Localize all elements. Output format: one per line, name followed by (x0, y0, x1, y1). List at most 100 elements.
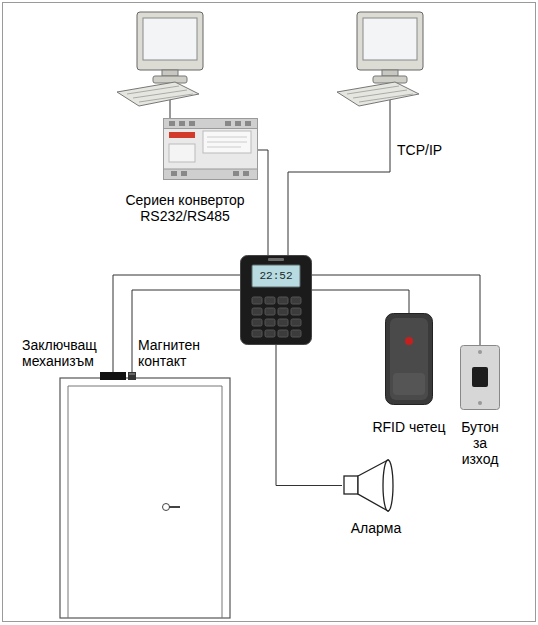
wire-connector (276, 345, 342, 486)
drawing-part (252, 297, 262, 304)
drawing-part (363, 18, 417, 60)
drawing-part (164, 169, 258, 180)
door-drawing (60, 378, 230, 618)
drawing-part (162, 70, 178, 76)
drawing-part (235, 121, 241, 126)
device-label: Аларма (337, 520, 415, 536)
wire-line (312, 290, 409, 313)
drawing-part (137, 12, 203, 70)
drawing-part (383, 460, 393, 511)
drawing-part (189, 121, 195, 126)
drawing-part (342, 458, 410, 513)
drawing-part (393, 373, 425, 395)
drawing-part (268, 258, 284, 261)
drawing-part (100, 372, 126, 380)
wire-line (113, 275, 240, 372)
drawing-part (233, 171, 239, 176)
wire-connector (132, 290, 240, 372)
drawing-part (265, 319, 275, 326)
drawing-part (117, 82, 199, 106)
drawing-part (243, 171, 249, 176)
drawing-part (163, 118, 258, 180)
exit-button: Бутон за изход (460, 345, 500, 410)
drawing-part (461, 346, 500, 410)
wire-connector (312, 290, 409, 313)
wire-connector (113, 275, 240, 372)
drawing-part (373, 76, 407, 83)
magnetic-contact: Магнитен контакт (128, 372, 136, 380)
drawing-part (128, 372, 136, 380)
drawing-part (181, 171, 187, 176)
drawing-part (241, 256, 312, 345)
drawing-part (359, 94, 413, 102)
drawing-part (278, 330, 288, 337)
computer-icon (337, 12, 423, 106)
drawing-part (169, 506, 180, 508)
drawing-part (390, 318, 428, 400)
frame-border (3, 3, 536, 622)
drawing-part (291, 308, 301, 315)
access-controller: 22:52 (240, 255, 312, 345)
drawing-part (382, 70, 398, 76)
serial-converter: Сериен конвертор RS232/RS485 (163, 118, 258, 180)
drawing-part (278, 308, 288, 315)
drawing-part (265, 330, 275, 337)
drawing-part (169, 132, 195, 138)
drawing-part (472, 367, 488, 387)
drawing-part (478, 350, 482, 354)
network-wire (288, 80, 390, 255)
drawing-part (171, 171, 177, 176)
drawing-part (385, 313, 433, 405)
drawing-part (164, 119, 258, 129)
drawing-part (133, 90, 187, 98)
drawing-part (353, 90, 407, 98)
drawing-part (291, 330, 301, 337)
wire-connector (258, 150, 268, 255)
drawing-part (207, 147, 241, 148)
drawing-part (169, 144, 195, 162)
part-label: Магнитен контакт (138, 337, 218, 369)
drawing-part (240, 255, 312, 345)
drawing-part (291, 319, 301, 326)
drawing-part (163, 504, 170, 511)
drawing-part (128, 372, 136, 380)
drawing-part (139, 94, 193, 102)
rfid-reader: RFID четец (385, 313, 433, 405)
drawing-part (60, 378, 230, 618)
drawing-part (278, 319, 288, 326)
drawing-part (478, 401, 482, 405)
drawing-part (143, 18, 197, 60)
drawing-part (252, 319, 262, 326)
device-label: RFID четец (365, 419, 453, 435)
alarm-siren: Аларма (342, 458, 410, 513)
drawing-part (337, 82, 419, 106)
drawing-part (225, 121, 231, 126)
drawing-part (265, 297, 275, 304)
drawing-part (405, 337, 413, 345)
wire-line (258, 150, 268, 255)
device-label: Бутон за изход (454, 419, 506, 467)
drawing-part (252, 308, 262, 315)
drawing-part (164, 119, 258, 180)
drawing-part (68, 386, 222, 618)
drawing-part (100, 372, 126, 380)
wire-line (276, 345, 342, 486)
computer-icon (117, 12, 203, 106)
drawing-part (344, 476, 358, 494)
drawing-part (386, 314, 433, 405)
drawing-part (252, 265, 300, 287)
drawing-part (460, 345, 500, 410)
screen-time: 22:52 (252, 265, 300, 287)
drawing-part (291, 297, 301, 304)
device-label: Сериен конвертор RS232/RS485 (115, 192, 255, 224)
drawing-part (129, 373, 135, 375)
drawing-part (207, 142, 247, 143)
drawing-part (203, 131, 251, 153)
wire-line (132, 290, 240, 372)
drawing-part (153, 76, 187, 83)
lock-mechanism: Заключващ механизъм (100, 372, 126, 380)
protocol-label: TCP/IP (397, 142, 442, 158)
part-label: Заключващ механизъм (22, 337, 108, 369)
drawing-part (245, 121, 251, 126)
